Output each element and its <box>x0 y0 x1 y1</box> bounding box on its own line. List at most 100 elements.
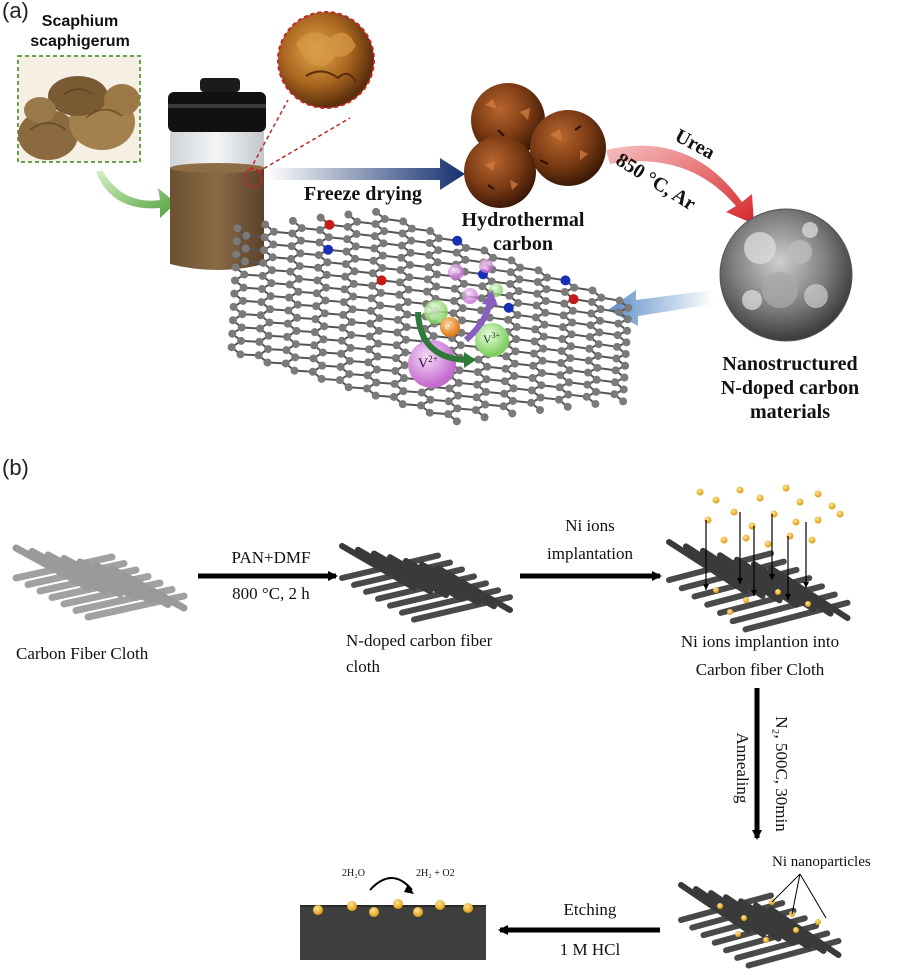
graphene-atom <box>241 244 250 253</box>
graphene-atom <box>533 278 542 287</box>
graphene-atom <box>313 276 322 285</box>
graphene-atom <box>481 387 490 396</box>
graphene-atom <box>541 296 550 305</box>
graphene-atom <box>511 347 520 356</box>
graphene-atom <box>444 397 453 406</box>
graphene-atom <box>370 244 379 253</box>
graphene-atom <box>527 386 536 395</box>
ni-ion-embedded <box>805 601 811 607</box>
graphene-atom <box>337 336 346 345</box>
graphene-atom <box>452 417 461 426</box>
graphene-atom <box>404 298 412 306</box>
graphene-atom <box>514 287 523 296</box>
cloth-warp-strand <box>355 546 433 595</box>
graphene-atom <box>407 224 416 233</box>
ni-ion-embedded <box>727 609 733 615</box>
graphene-atom <box>623 326 632 335</box>
graphene-atom <box>281 359 290 368</box>
graphene-atom <box>471 406 480 415</box>
graphene-atom <box>259 246 268 255</box>
graphene-atom <box>539 344 548 353</box>
ni-ion-arrowhead <box>751 590 757 596</box>
step3-label: Ni ions implantion into Carbon fiber Clo… <box>660 628 860 684</box>
graphene-atom <box>308 367 317 376</box>
graphene-atom <box>393 315 402 324</box>
graphene-atom <box>583 380 592 389</box>
graphene-atom <box>560 299 569 308</box>
cloth-warp-strand <box>419 561 497 610</box>
graphene-atom <box>516 263 525 272</box>
graphene-atom <box>291 340 300 349</box>
graphene-atom <box>368 269 377 278</box>
graphene-atom <box>364 358 373 367</box>
graphene-atom <box>500 377 509 386</box>
graphene-atom <box>533 289 542 298</box>
graphene-atom <box>560 287 569 296</box>
graphene-atom <box>554 395 563 404</box>
cloth-warp-strand <box>666 539 749 595</box>
cloth-weft-strand <box>339 552 441 581</box>
graphene-atom <box>478 282 487 291</box>
graphene-atom <box>595 328 604 337</box>
graphene-atom <box>380 215 389 224</box>
graphene-atom <box>379 239 388 248</box>
graphene-atom <box>296 249 305 258</box>
graphene-atom <box>480 413 489 422</box>
graphene-atom <box>284 306 293 315</box>
graphene-atom <box>295 274 304 283</box>
graphene-atom <box>508 396 517 405</box>
ni-nanoparticle-dot <box>735 931 741 937</box>
source-label-line2: scaphigerum <box>30 33 130 50</box>
graphene-atom <box>254 351 263 360</box>
graphene-atom <box>570 283 579 292</box>
graphene-atom <box>312 289 321 298</box>
graphene-atom <box>425 408 434 417</box>
ni-ion-arrowhead <box>785 594 791 600</box>
cloth-weft-strand <box>72 586 176 614</box>
ni-ion-arrowhead <box>737 578 743 584</box>
reaction-left-label: 2H₂O <box>342 868 365 879</box>
cloth-weft-strand <box>48 573 152 601</box>
graphene-atom <box>461 255 470 264</box>
graphene-atom <box>424 263 433 272</box>
graphene-atom <box>531 325 540 334</box>
graphene-atom <box>538 356 547 365</box>
graphene-atom <box>528 374 537 383</box>
graphene-atom <box>295 262 304 271</box>
electron-symbol: e <box>445 320 450 333</box>
graphene-atom <box>483 362 492 371</box>
graphene-atom <box>566 342 575 351</box>
graphene-atom <box>434 246 443 255</box>
vanadium-ions <box>408 259 509 388</box>
graphene-atom <box>285 280 294 289</box>
cloth-weft-strand <box>363 566 465 595</box>
cloth-weft-strand <box>745 938 842 969</box>
graphene-atom <box>512 335 521 344</box>
graphene-atom <box>597 293 606 302</box>
ni-ion-dot <box>836 510 844 518</box>
graphene-atom <box>482 375 491 384</box>
cloth-warp-strand <box>768 906 842 958</box>
graphene-atom <box>268 266 277 275</box>
graphene-atom <box>294 287 303 296</box>
graphene-atom <box>316 226 324 234</box>
graphene-atom <box>619 385 628 394</box>
electron-charge: - <box>449 318 453 327</box>
hydrothermal-carbon-spheres <box>464 83 606 208</box>
graphene-atom <box>378 263 387 272</box>
graphene-atom <box>389 392 398 401</box>
graphene-atom <box>504 315 513 324</box>
graphene-atom <box>477 294 486 303</box>
graphene-atom <box>314 251 323 260</box>
graphene-atom <box>345 370 354 379</box>
graphene-atom <box>567 330 576 339</box>
ni-nanoparticles-label: Ni nanoparticles <box>772 854 871 870</box>
seed-photo <box>17 55 141 163</box>
v3-ion-symbol: V <box>483 332 492 346</box>
graphene-atom <box>263 358 272 367</box>
graphene-atom <box>402 323 411 332</box>
ni-ion-dot <box>720 536 728 544</box>
graphene-atom <box>531 313 540 322</box>
graphene-atom <box>283 332 292 341</box>
cloth-weft-strand <box>375 573 477 602</box>
